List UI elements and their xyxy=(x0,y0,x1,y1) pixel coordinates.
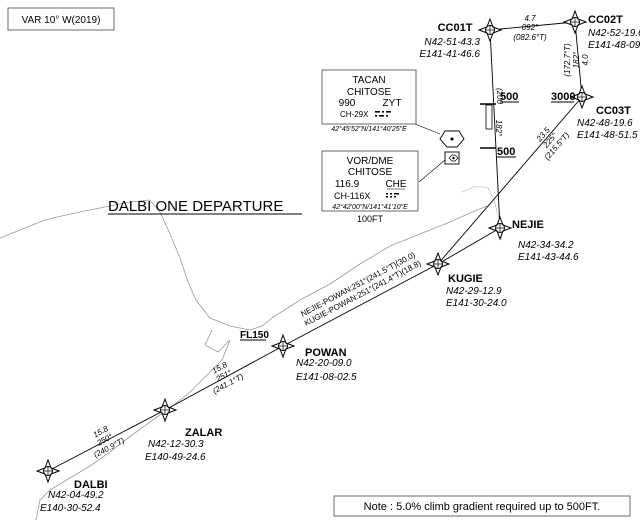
vordme-name: CHITOSE xyxy=(348,167,393,178)
fix-name-kugie: KUGIE xyxy=(448,273,483,285)
fly-by-waypoint-icon[interactable] xyxy=(271,334,295,358)
procedure-title: DALBI ONE DEPARTURE xyxy=(108,198,283,215)
route-zalar-dalbi xyxy=(47,409,166,472)
fly-by-waypoint-icon[interactable] xyxy=(478,18,502,42)
route-cc01t-cc02t xyxy=(489,21,576,31)
fly-by-waypoint-icon[interactable] xyxy=(153,398,177,422)
fix-lon-cc02t: E141-48-09.7 xyxy=(588,40,640,51)
vordme-box xyxy=(321,150,419,212)
fly-by-waypoint-icon[interactable] xyxy=(36,459,60,483)
fix-name-zalar: ZALAR xyxy=(185,427,222,439)
altitude-rwy-top: 500 xyxy=(500,91,518,103)
fix-lon-cc03t: E141-48-51.5 xyxy=(577,130,638,141)
route-label-kugie-powan: KUGIE-POWAN:251°(241.4°T)(18.8) xyxy=(303,259,423,328)
fix-lat-nejie: N42-34-34.2 xyxy=(518,240,574,251)
coastline xyxy=(0,199,488,331)
route-cc02t-cc03t xyxy=(574,21,583,98)
route-cc03t-kugie xyxy=(437,96,583,265)
leg-dist: 4.0 xyxy=(581,54,590,66)
fix-lat-kugie: N42-29-12.9 xyxy=(446,286,502,297)
fix-name-cc03t: CC03T xyxy=(596,105,631,117)
coastline-south xyxy=(35,329,231,520)
fix-lon-powan: E141-08-02.5 xyxy=(296,372,357,383)
route-kugie-powan xyxy=(282,263,439,347)
leg-course: 182° xyxy=(494,120,503,137)
fix-name-cc02t: CC02T xyxy=(588,14,623,26)
tacan-coords: 42°45'52"N/141°40'25"E xyxy=(331,125,407,133)
fix-name-powan: POWAN xyxy=(305,347,347,359)
fix-lat-cc02t: N42-52-19.6 xyxy=(588,28,640,39)
tacan-icon[interactable] xyxy=(439,130,465,148)
tacan-name: CHITOSE xyxy=(347,87,392,98)
vordme-channel: CH-116X xyxy=(334,191,370,201)
variation-text: VAR 10° W(2019) xyxy=(22,15,101,26)
tacan-ident: ZYT xyxy=(383,98,402,109)
fix-lat-dalbi: N42-04-49.2 xyxy=(48,490,104,501)
fix-name-nejie: NEJIE xyxy=(512,219,544,231)
variation-box xyxy=(7,7,115,31)
altitude-coast: FL150 xyxy=(240,330,269,341)
tacan-channel: CH-29X xyxy=(340,110,369,119)
fly-by-waypoint-icon[interactable] xyxy=(426,252,450,276)
tacan-title: TACAN xyxy=(352,75,385,86)
fix-lon-kugie: E141-30-24.0 xyxy=(446,298,507,309)
fix-lon-dalbi: E140-30-52.4 xyxy=(40,503,101,514)
route-rwy-cc01t xyxy=(489,29,501,229)
leg-dist: 4.7 xyxy=(524,14,536,23)
fix-lat-cc03t: N42-48-19.6 xyxy=(577,118,633,129)
vordme-title: VOR/DME xyxy=(347,156,394,167)
fix-lat-cc01t: N42-51-43.3 xyxy=(424,37,480,48)
fly-by-waypoint-icon[interactable] xyxy=(563,10,587,34)
vordme-freq: 116.9 xyxy=(335,179,360,190)
note-box xyxy=(333,495,631,517)
vordme-icon[interactable] xyxy=(444,151,460,165)
fix-lon-nejie: E141-43-44.6 xyxy=(518,252,579,263)
fix-lat-zalar: N42-12-30.3 xyxy=(148,439,204,450)
runway-symbol xyxy=(485,104,493,130)
fix-lat-powan: N42-20-09.0 xyxy=(296,358,352,369)
vordme-leader xyxy=(418,159,446,183)
vordme-elevation: 100FT xyxy=(357,214,384,224)
vordme-coords: 42°42'00"N/141°41'10"E xyxy=(332,203,408,211)
fly-by-waypoint-icon[interactable] xyxy=(488,216,512,240)
tacan-freq: 990 xyxy=(339,98,356,109)
route-nejie-kugie xyxy=(437,227,501,265)
fix-name-dalbi: DALBI xyxy=(74,479,108,491)
leg-true: (200 xyxy=(495,88,504,105)
vordme-ident: CHE xyxy=(385,179,406,190)
altitude-cc03t: 3000 xyxy=(551,91,575,103)
altitude-rwy-bottom: 500 xyxy=(497,146,515,158)
route-powan-zalar xyxy=(164,345,284,411)
morse-code-icon xyxy=(375,111,391,117)
leg-course: 182° xyxy=(572,51,581,68)
leg-true: (082.6°T) xyxy=(513,33,547,42)
morse-code-icon xyxy=(386,193,399,198)
tacan-box xyxy=(321,69,417,125)
leg-course: 092° xyxy=(522,23,539,32)
leg-true: (172.7°T) xyxy=(563,43,572,77)
fix-name-cc01t: CC01T xyxy=(438,22,473,34)
climb-note: Note : 5.0% climb gradient required up t… xyxy=(364,501,601,513)
fix-lon-cc01t: E141-41-46.6 xyxy=(419,49,480,60)
fix-lon-zalar: E140-49-24.6 xyxy=(145,452,206,463)
